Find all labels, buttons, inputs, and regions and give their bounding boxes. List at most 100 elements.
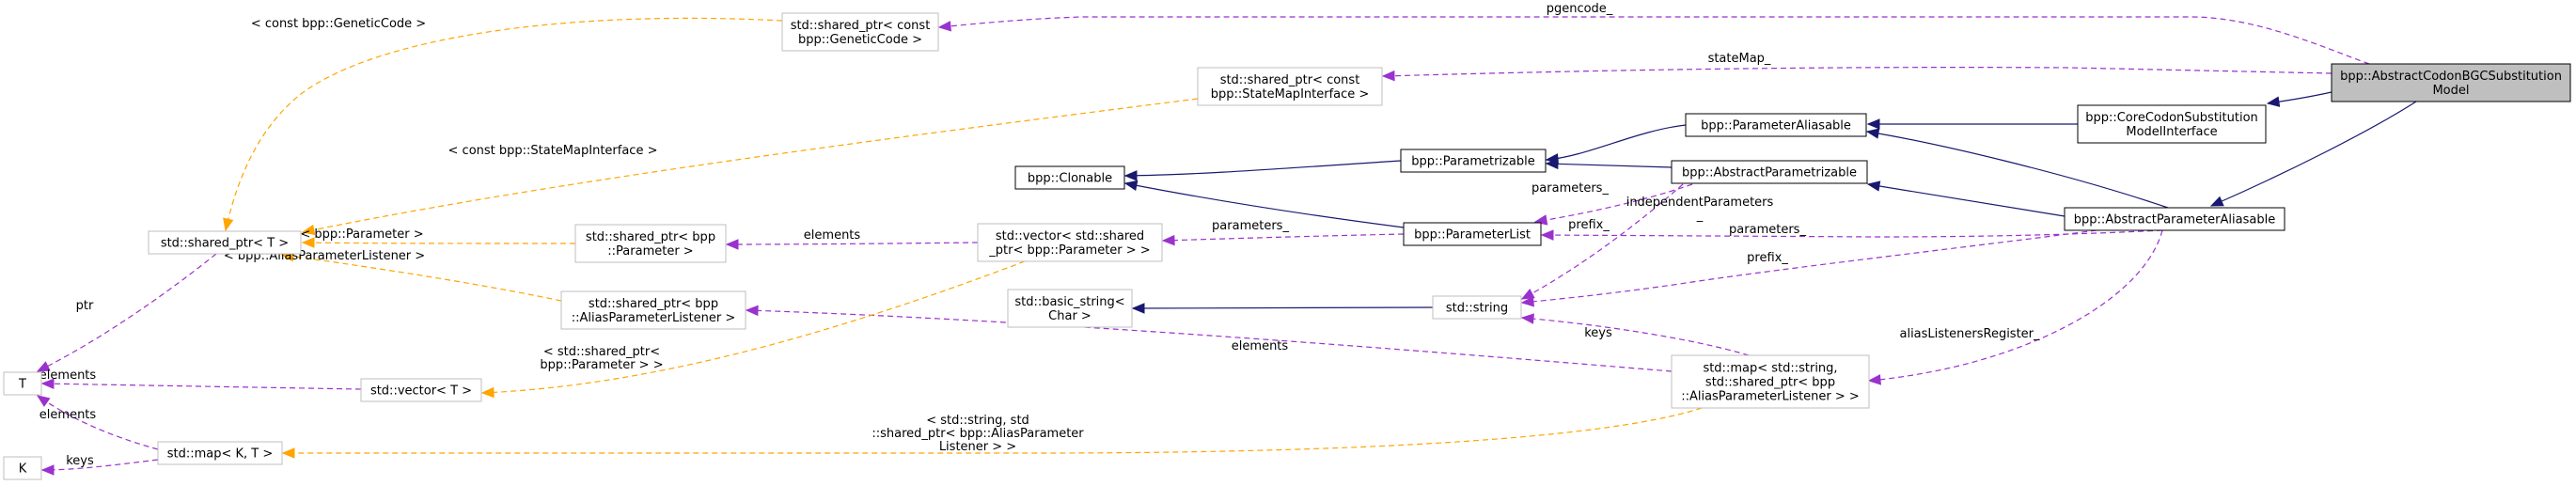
node-sstr: std::string [1432,295,1522,320]
usage-edge-independentParameters [1540,229,2163,241]
inherit-edge-7 [1123,160,1402,181]
node-spal: std::shared_ptr< bpp::AliasParameterList… [560,290,746,330]
node-label-k: K [19,462,27,477]
usage-edge-stateMap [1381,67,2333,82]
template-edge-tpl_smi [301,98,1199,236]
node-label-mkt: std::map< K, T > [167,447,274,462]
edge-label-elements_spal: elements [1232,339,1289,353]
node-label-core: ModelInterface [2126,125,2217,139]
node-label-core: bpp::CoreCodonSubstitution [2085,111,2258,125]
usage-edge-elements_t_mkt [36,395,159,450]
node-k: K [3,456,42,480]
node-label-bstr: Char > [1048,309,1092,323]
template-edge-tpl_vec [480,260,1026,399]
node-mss: std::map< std::string,std::shared_ptr< b… [1671,354,1870,409]
edge-label-elements_t_vt: elements [39,368,97,383]
inherit-edge-0 [2209,101,2417,207]
usage-edge-elements_spal [745,305,1673,372]
node-label-spp: ::Parameter > [607,244,693,259]
node-t: T [3,371,42,396]
edge-label-keys_k: keys [66,454,94,468]
node-label-spt: std::shared_ptr< T > [161,237,289,251]
edge-label-elements_spp: elements [804,228,861,243]
edge-label-prefix_aparam: prefix_ [1568,218,1610,232]
usage-edge-pgencode [937,16,2370,65]
usage-edge-keys_sstr [1520,313,1750,356]
node-vpp: std::vector< std::shared_ptr< bpp::Param… [977,223,1163,262]
node-clon[interactable]: bpp::Clonable [1014,165,1125,190]
usage-edge-elements_spp [725,239,979,250]
node-label-spal: std::shared_ptr< bpp [589,297,718,311]
edge-label-parameters_plist_aparam: parameters_ [1531,181,1609,196]
inherit-edge-1 [2266,91,2333,107]
template-edge-tpl_gc [223,17,783,232]
node-label-mss: std::map< std::string, [1703,362,1837,376]
node-smi: std::shared_ptr< constbpp::StateMapInter… [1197,67,1383,106]
inherit-edge-3 [1866,118,2078,130]
node-label-bgc: bpp::AbstractCodonBGCSubstitution [2340,70,2562,84]
edge-label-keys_sstr: keys [1584,326,1612,340]
node-label-smi: std::shared_ptr< const [1220,73,1360,87]
node-label-smi: bpp::StateMapInterface > [1211,87,1370,102]
edge-label-aliasListenersRegister: aliasListenersRegister_ [1899,327,2040,341]
edge-label-tpl_param: < bpp::Parameter > [300,227,423,242]
usage-edge-13 [1520,229,2097,307]
edge-label-tpl_map: < std::string, std::shared_ptr< bpp::Ali… [872,414,1084,454]
inherit-edge-8 [1123,180,1405,228]
node-label-bgc: Model [2432,84,2469,98]
inherit-edge-2 [1865,128,2169,209]
node-label-paral: bpp::ParameterAliasable [1701,119,1851,133]
usage-edge-keys_k [40,459,159,476]
inherit-edge-9 [1131,303,1434,314]
edge-label-tpl_vec: < std::shared_ptr<bpp::Parameter > > [540,345,663,372]
node-label-aparam: bpp::AbstractParametrizable [1682,166,1857,180]
node-label-plist: bpp::ParameterList [1414,228,1531,243]
node-label-t: T [18,378,26,392]
node-label-aparal: bpp::AbstractParameterAliasable [2074,213,2275,227]
node-label-mss: ::AliasParameterListener > > [1681,390,1860,404]
node-label-clon: bpp::Clonable [1028,172,1112,186]
node-aparam[interactable]: bpp::AbstractParametrizable [1671,160,1868,184]
edge-label-independentParameters: independentParameters_ [1626,196,1774,223]
node-label-vpp: std::vector< std::shared [996,229,1144,243]
inherit-edge-5 [1545,124,1687,165]
node-label-vt: std::vector< T > [370,384,472,399]
usage-edge-parameters_vpp [1161,233,1405,246]
edge-label-ptr: ptr [76,299,94,313]
node-label-mss: std::shared_ptr< bpp [1705,376,1835,390]
template-edge-tpl_param [301,237,576,248]
edge-label-stateMap: stateMap_ [1708,52,1771,66]
edge-label-elements_t_mkt: elements [39,408,97,422]
inherit-edge-4 [1866,180,2066,217]
node-paral[interactable]: bpp::ParameterAliasable [1685,113,1867,137]
usage-edge-prefix_aparam [1520,183,1684,300]
node-label-sstr: std::string [1446,302,1508,316]
node-label-param: bpp::Parametrizable [1411,155,1534,169]
node-param[interactable]: bpp::Parametrizable [1400,149,1547,173]
edge-label-prefix_aparal: prefix_ [1747,251,1788,265]
edge-label-parameters_vpp: parameters_ [1212,219,1289,233]
usage-edge-elements_t_vt [40,378,362,390]
usage-edge-ptr [36,253,217,372]
node-label-bstr: std::basic_string< [1014,295,1124,309]
node-label-vpp: _ptr< bpp::Parameter > > [988,243,1150,258]
template-edge-tpl_map [281,407,1703,459]
edge-label-tpl_gc: < const bpp::GeneticCode > [251,17,426,31]
usage-edge-aliasListenersRegister [1867,229,2163,385]
node-spt: std::shared_ptr< T > [148,230,302,255]
node-label-gc: bpp::GeneticCode > [798,33,922,47]
inherit-edge-6 [1545,158,1673,170]
node-aparal[interactable]: bpp::AbstractParameterAliasable [2064,207,2285,231]
node-label-gc: std::shared_ptr< const [791,19,931,33]
edge-label-parameters_plist_aparal: parameters_ [1729,223,1806,237]
node-spp: std::shared_ptr< bpp::Parameter > [574,224,727,263]
node-plist[interactable]: bpp::ParameterList [1403,222,1542,246]
edge-label-tpl_smi: < const bpp::StateMapInterface > [448,144,658,158]
node-vt: std::vector< T > [360,378,482,402]
edge-label-pgencode: pgencode_ [1547,2,1613,16]
node-label-spal: ::AliasParameterListener > [572,311,736,325]
node-bstr: std::basic_string<Char > [1007,289,1133,328]
